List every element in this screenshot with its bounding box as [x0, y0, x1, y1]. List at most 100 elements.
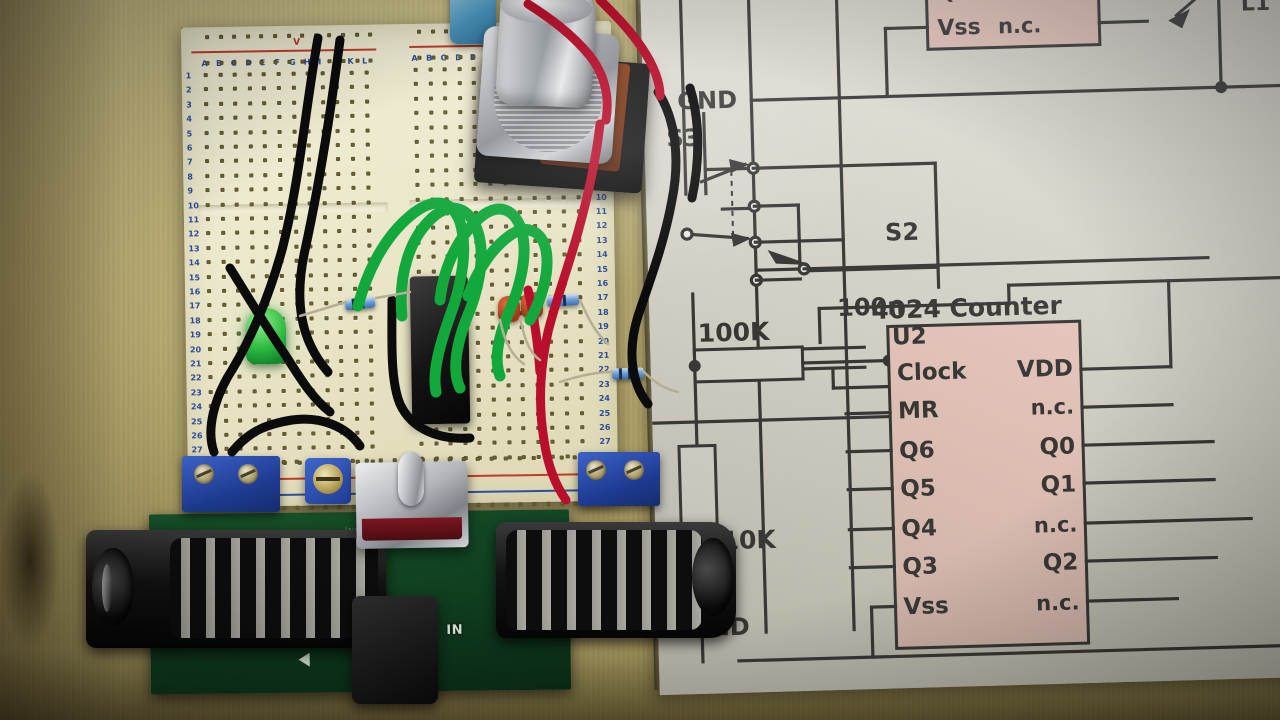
breadboard-hole: [322, 172, 327, 177]
breadboard-hole: [293, 201, 298, 206]
breadboard-hole: [219, 144, 224, 149]
screw-terminal-right[interactable]: [578, 452, 660, 506]
breadboard-hole: [253, 432, 258, 437]
breadboard-hole: [251, 302, 256, 307]
breadboard-hole: [252, 403, 257, 408]
breadboard-hole: [296, 388, 301, 393]
label-10k-top: 10K: [792, 0, 849, 5]
breadboard-hole: [335, 99, 340, 104]
breadboard-hole: [548, 310, 553, 315]
breadboard-hole: [475, 297, 480, 302]
breadboard-hole: [370, 444, 375, 449]
breadboard-hole: [489, 282, 495, 287]
breadboard-hole: [551, 454, 556, 459]
breadboard-hole: [350, 142, 355, 147]
breadboard-hole: [337, 258, 343, 263]
breadboard-row-number-left-26: 26: [191, 431, 203, 441]
breadboard-hole: [306, 129, 311, 134]
breadboard-rail-hole: [295, 459, 300, 464]
breadboard-hole: [247, 101, 252, 106]
breadboard-hole: [236, 274, 241, 279]
breadboard-hole: [448, 441, 453, 446]
breadboard-hole: [549, 353, 554, 358]
breadboard-hole: [234, 187, 239, 192]
breadboard-row-number-right-12: 12: [596, 221, 608, 231]
breadboard-hole: [324, 301, 329, 306]
breadboard-hole: [265, 288, 270, 293]
breadboard-hole: [278, 158, 283, 163]
breadboard-hole: [459, 196, 464, 201]
jack-out-highlight: [102, 564, 112, 612]
breadboard-hole: [250, 259, 255, 264]
breadboard-hole: [476, 354, 481, 359]
breadboard-hole: [491, 354, 496, 359]
terminal-right-screw-2[interactable]: [624, 460, 644, 480]
audio-jack-out[interactable]: [86, 530, 386, 648]
breadboard-hole: [364, 113, 369, 118]
breadboard-hole: [349, 70, 354, 75]
breadboard-hole: [503, 210, 508, 215]
toggle-switch-lever[interactable]: [398, 452, 424, 506]
breadboard-row-number-left-5: 5: [186, 128, 193, 139]
breadboard-hole: [533, 253, 538, 258]
bottom-ic-pin-q2: Q2: [1042, 549, 1078, 576]
breadboard-hole: [204, 101, 209, 106]
breadboard-hole: [472, 81, 477, 86]
breadboard-hole: [340, 402, 345, 407]
breadboard-hole: [535, 368, 540, 373]
breadboard-hole: [477, 426, 482, 431]
breadboard-rail-hole: [417, 55, 422, 60]
breadboard-hole: [205, 188, 210, 193]
breadboard-hole: [579, 410, 584, 415]
breadboard-hole: [209, 433, 214, 438]
breadboard-hole: [535, 411, 540, 416]
trim-pot-screw[interactable]: [313, 464, 343, 494]
jack-in-tip: [692, 538, 734, 616]
breadboard-rail-hole: [273, 60, 278, 65]
top-ic-pin-q2: Q2: [1006, 0, 1041, 3]
breadboard-hole: [414, 110, 419, 116]
breadboard-hole: [367, 272, 372, 277]
breadboard-hole: [234, 202, 239, 207]
label-100n: 100n: [837, 292, 905, 322]
breadboard-hole: [219, 159, 224, 164]
breadboard-hole: [238, 432, 243, 437]
breadboard-hole: [364, 99, 369, 104]
breadboard-hole: [294, 302, 299, 307]
screw-terminal-left[interactable]: [182, 456, 280, 512]
breadboard-hole: [323, 258, 328, 263]
breadboard-hole: [293, 230, 298, 235]
audio-jack-in[interactable]: [496, 522, 736, 638]
breadboard-hole: [490, 325, 495, 330]
breadboard-hole: [278, 201, 283, 206]
terminal-left-screw-1[interactable]: [194, 464, 214, 484]
breadboard-hole: [491, 369, 496, 374]
breadboard-hole: [444, 196, 449, 201]
breadboard-rail-hole: [518, 502, 523, 507]
breadboard-hole: [350, 157, 356, 162]
breadboard-hole: [233, 144, 239, 149]
resistor-2: [546, 293, 580, 308]
breadboard-hole: [443, 139, 448, 144]
terminal-left-screw-2[interactable]: [238, 464, 258, 484]
breadboard-hole: [236, 288, 241, 293]
breadboard-row-number-left-24: 24: [190, 402, 203, 412]
breadboard-hole: [576, 209, 581, 214]
breadboard-hole: [221, 260, 226, 265]
terminal-right-screw-1[interactable]: [586, 460, 606, 480]
label-l1: L1: [1240, 0, 1270, 17]
breadboard-hole: [234, 159, 239, 164]
breadboard-hole: [340, 445, 345, 450]
breadboard-hole: [320, 100, 325, 105]
breadboard-hole: [281, 388, 286, 393]
breadboard-hole: [521, 454, 526, 460]
breadboard-hole: [295, 330, 300, 335]
breadboard-hole: [338, 272, 343, 277]
bottom-ic-pin-vdd: VDD: [1017, 355, 1074, 383]
breadboard-hole: [579, 396, 584, 401]
dc-power-jack[interactable]: [352, 596, 438, 704]
breadboard-row-number-right-24: 24: [598, 394, 611, 404]
breadboard-hole: [335, 71, 340, 76]
breadboard-hole: [475, 311, 480, 316]
